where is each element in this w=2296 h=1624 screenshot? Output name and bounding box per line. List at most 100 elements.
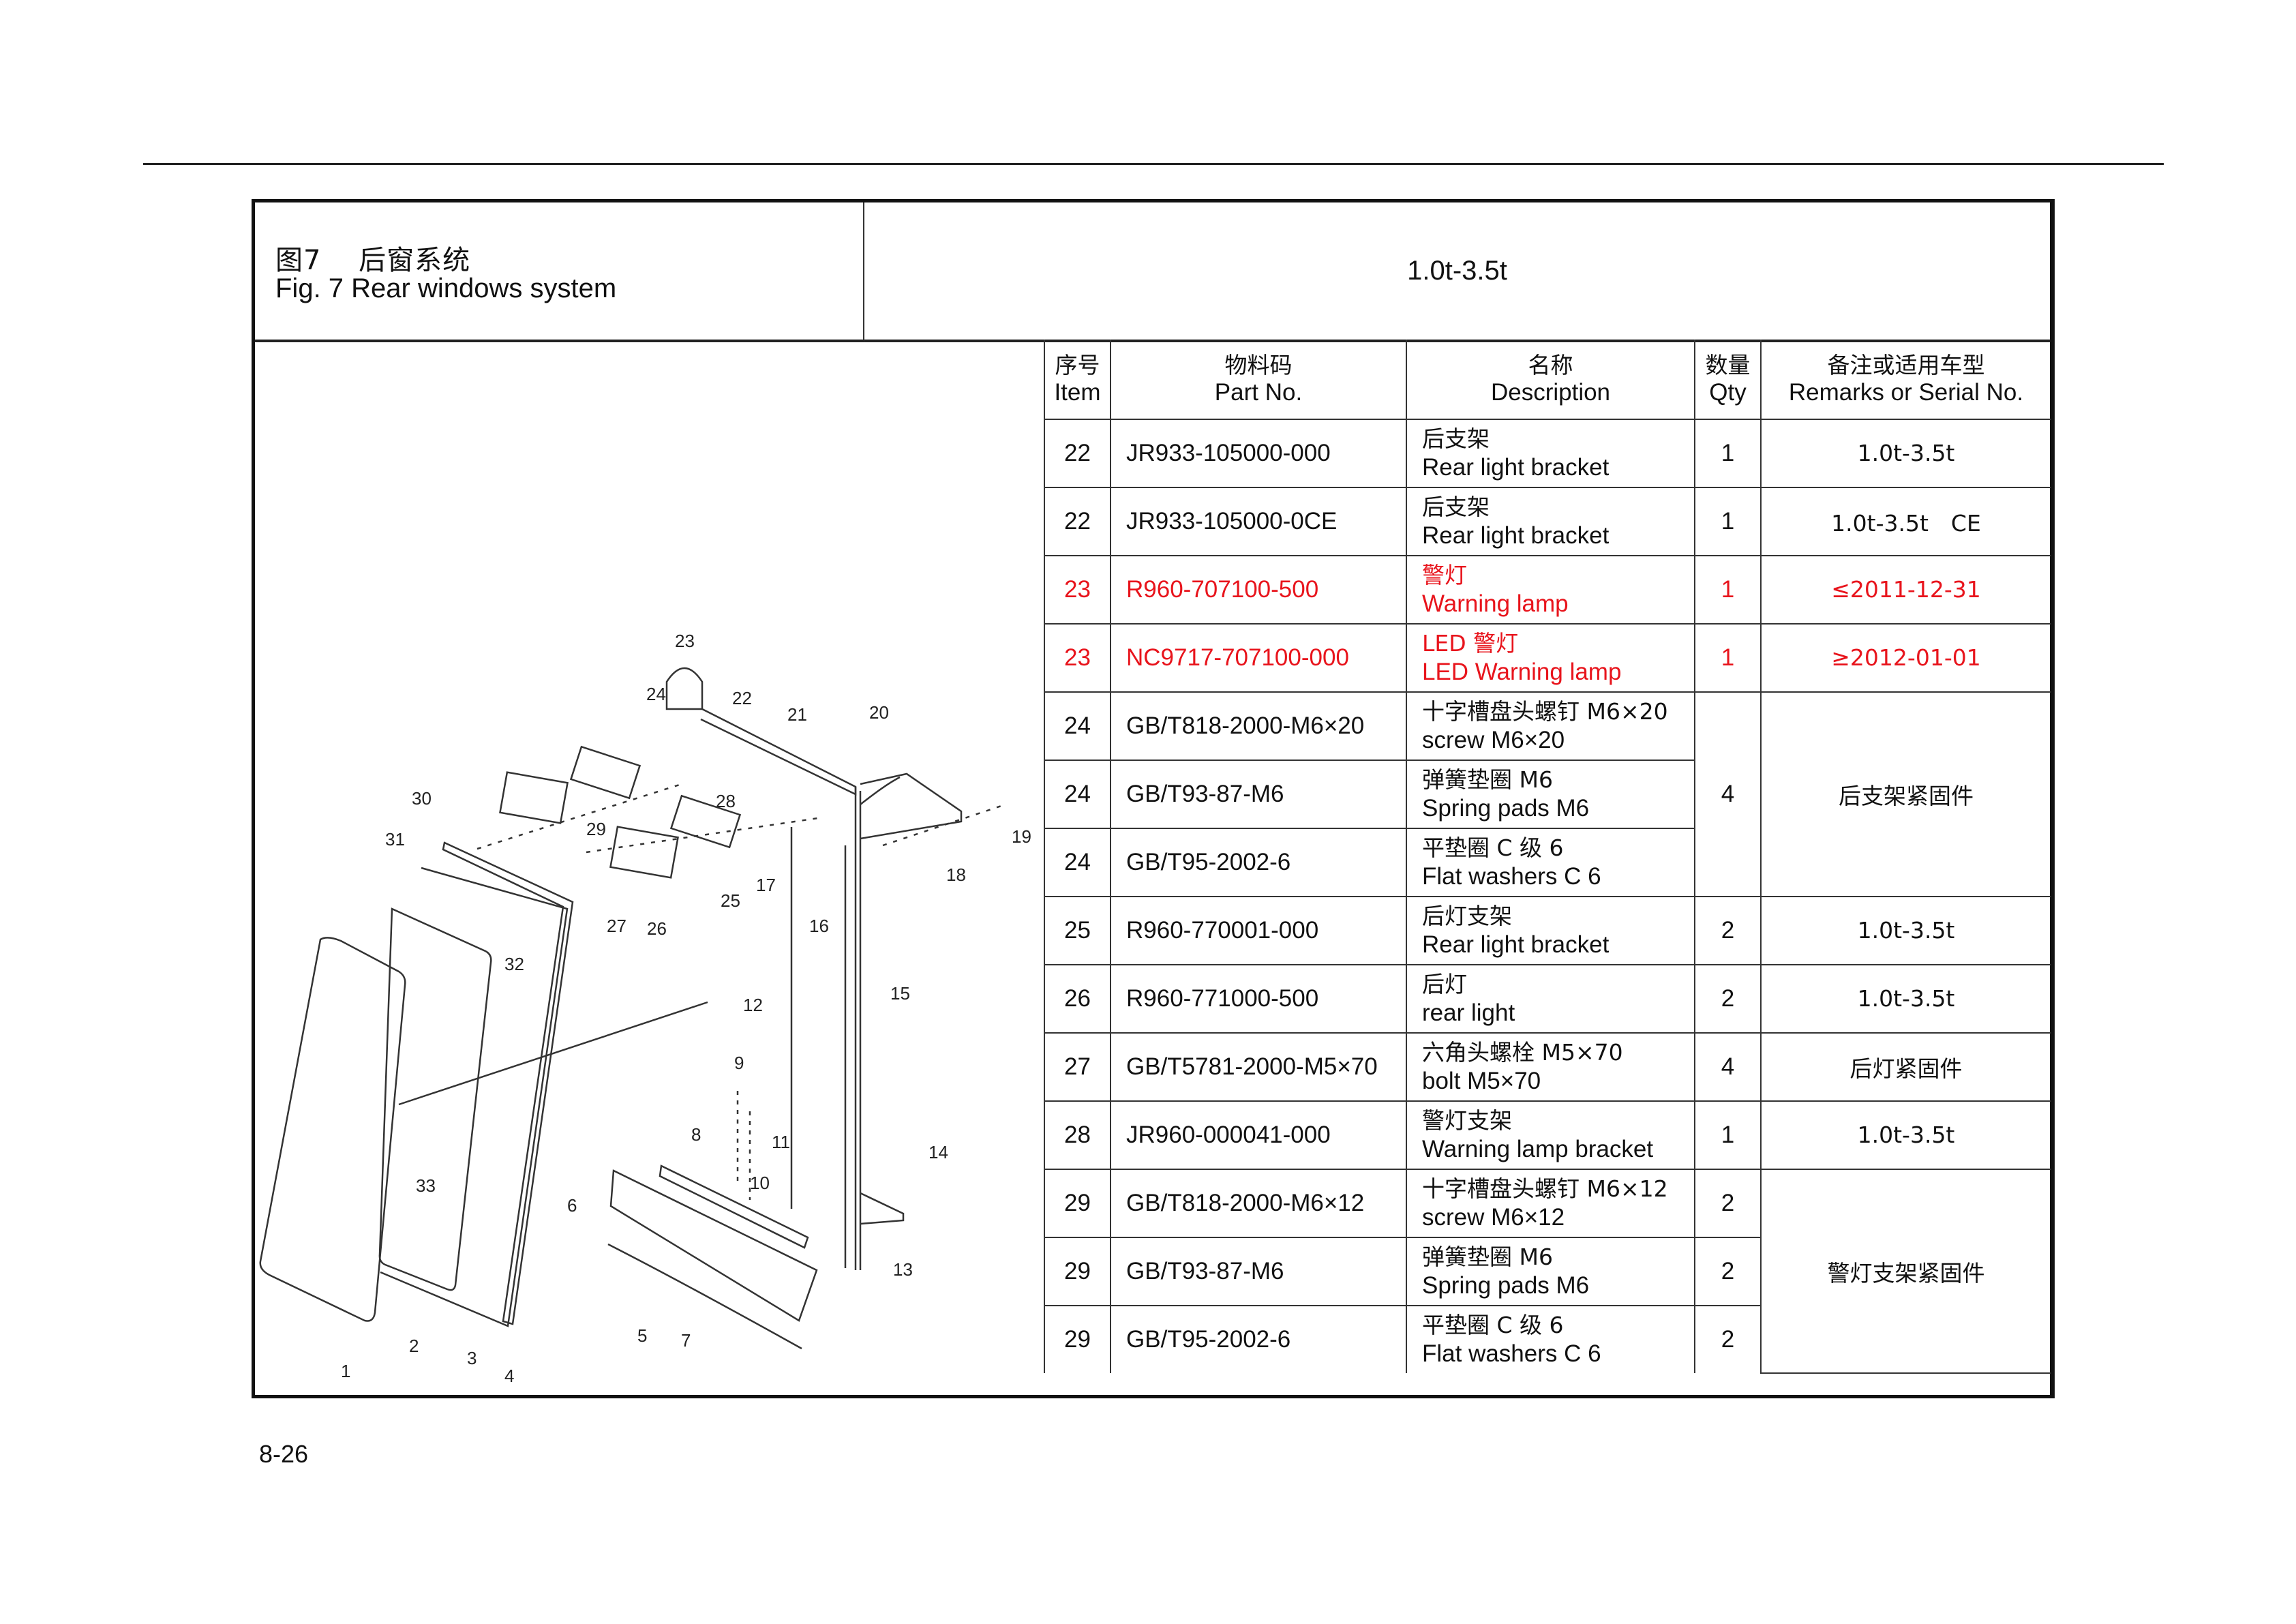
item-cell: 29 [1044,1305,1111,1373]
item-cell: 27 [1044,1032,1111,1102]
part-number-cell: R960-771000-500 [1110,964,1407,1034]
callout: 14 [928,1142,948,1162]
callout: 29 [586,819,606,839]
qty-cell: 4 [1694,691,1762,897]
item-cell: 22 [1044,419,1111,488]
figure-frame: 图7 后窗系统 Fig. 7 Rear windows system 1.0t-… [252,199,2055,1398]
item-cell: 24 [1044,760,1111,829]
callout: 27 [607,916,626,936]
glass-panel [259,937,406,1322]
callout: 30 [412,788,432,809]
callout: 2 [409,1336,419,1356]
callout: 8 [691,1124,701,1145]
remarks-cell: 1.0t-3.5t CE [1760,487,2051,556]
callout: 20 [869,702,889,723]
part-number-cell: R960-770001-000 [1110,896,1407,965]
callout: 6 [567,1195,577,1216]
callout: 16 [809,916,829,936]
item-cell: 23 [1044,555,1111,625]
part-number-cell: JR960-000041-000 [1110,1100,1407,1170]
part-number-cell: GB/T95-2002-6 [1110,828,1407,897]
figure-title-cell: 图7 后窗系统 Fig. 7 Rear windows system [255,202,864,342]
qty-cell: 2 [1694,1305,1761,1373]
rear-light-left [499,771,569,824]
callout: 24 [646,684,666,704]
item-cell: 29 [1044,1237,1111,1306]
remarks-cell: 1.0t-3.5t [1760,964,2051,1034]
callout: 22 [732,688,752,708]
item-cell: 24 [1044,828,1111,897]
callout: 15 [890,983,910,1004]
callout: 7 [681,1330,691,1351]
callout: 28 [716,791,736,811]
callout: 10 [750,1173,770,1193]
warning-lamp [665,667,704,710]
item-cell: 25 [1044,896,1111,965]
part-number-cell: JR933-105000-000 [1110,419,1407,488]
callout: 4 [504,1366,514,1386]
light-bracket-right [669,794,742,849]
qty-cell: 1 [1694,1100,1762,1170]
qty-cell: 1 [1694,623,1762,693]
page-number: 8-26 [259,1440,309,1468]
qty-cell: 1 [1694,487,1762,556]
remarks-cell: 后支架紧固件 [1760,691,2051,897]
part-number-cell: GB/T5781-2000-M5×70 [1110,1032,1407,1102]
figure-title-en: Fig. 7 Rear windows system [275,273,617,303]
callout: 25 [721,890,740,911]
callout: 33 [416,1175,436,1196]
bottom-strip [607,1243,802,1350]
part-number-cell: R960-707100-500 [1110,555,1407,625]
window-frame [378,907,492,1291]
callout: 3 [467,1348,477,1368]
top-rule [143,163,2164,165]
light-bracket-left [569,745,641,800]
callout: 1 [341,1361,350,1381]
callout: 5 [637,1325,647,1346]
applicability-label: 1.0t-3.5t [1407,256,1507,286]
callout: 18 [946,864,966,885]
callout: 26 [647,918,667,939]
qty-cell: 2 [1694,964,1762,1034]
callout: 19 [1012,826,1031,847]
callout: 17 [756,875,776,895]
part-number-cell: GB/T93-87-M6 [1110,1237,1407,1306]
window-seal [442,841,574,1325]
remarks-cell: 1.0t-3.5t [1760,419,2051,488]
item-cell: 29 [1044,1169,1111,1238]
item-cell: 23 [1044,623,1111,693]
part-number-cell: JR933-105000-0CE [1110,487,1407,556]
figure-title-cn: 图7 后窗系统 [275,245,471,276]
callout: 23 [675,631,695,651]
callout: 32 [504,954,524,974]
part-number-cell: GB/T93-87-M6 [1110,760,1407,829]
item-cell: 28 [1044,1100,1111,1170]
